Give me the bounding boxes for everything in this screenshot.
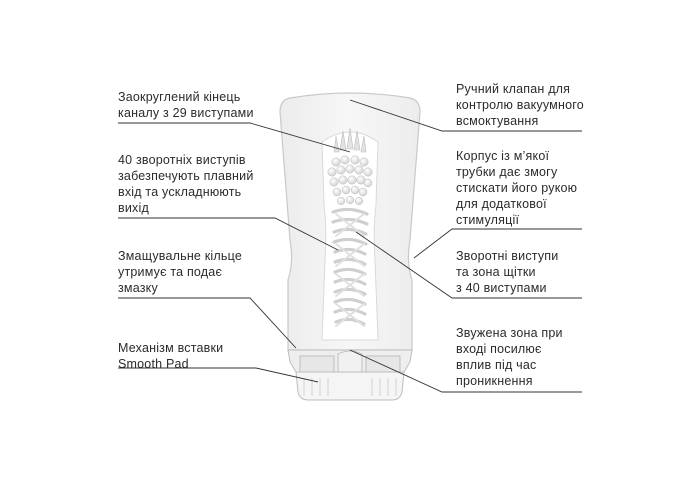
cap-base bbox=[295, 371, 405, 401]
label-soft-tube-body: Корпус із м’якої трубки дає змогу стиска… bbox=[456, 149, 578, 227]
label-narrow-entrance: Звужена зона при вході посилює вплив під… bbox=[456, 326, 563, 388]
leader-lines bbox=[118, 99, 582, 393]
label-smooth-pad: Механізм вставки Smooth Pad bbox=[118, 341, 224, 371]
smooth-pad-right bbox=[365, 355, 401, 373]
reverse-ribs bbox=[331, 207, 369, 326]
smooth-pad-left bbox=[299, 355, 335, 373]
label-manual-valve: Ручний клапан для контролю вакуумного вс… bbox=[456, 82, 584, 128]
cap-grooves bbox=[303, 378, 397, 396]
tip-nodules bbox=[327, 155, 373, 206]
label-rounded-tip: Заокруглений кінець каналу з 29 виступам… bbox=[118, 90, 254, 120]
label-brush-zone: Зворотні виступи та зона щітки з 40 вист… bbox=[456, 249, 559, 295]
label-reverse-bumps: 40 зворотніх виступів забезпечують плавн… bbox=[118, 153, 254, 215]
label-lubricant-ring: Змащувальне кільце утримує та подає змаз… bbox=[118, 249, 242, 295]
ribs-cross bbox=[335, 213, 365, 327]
